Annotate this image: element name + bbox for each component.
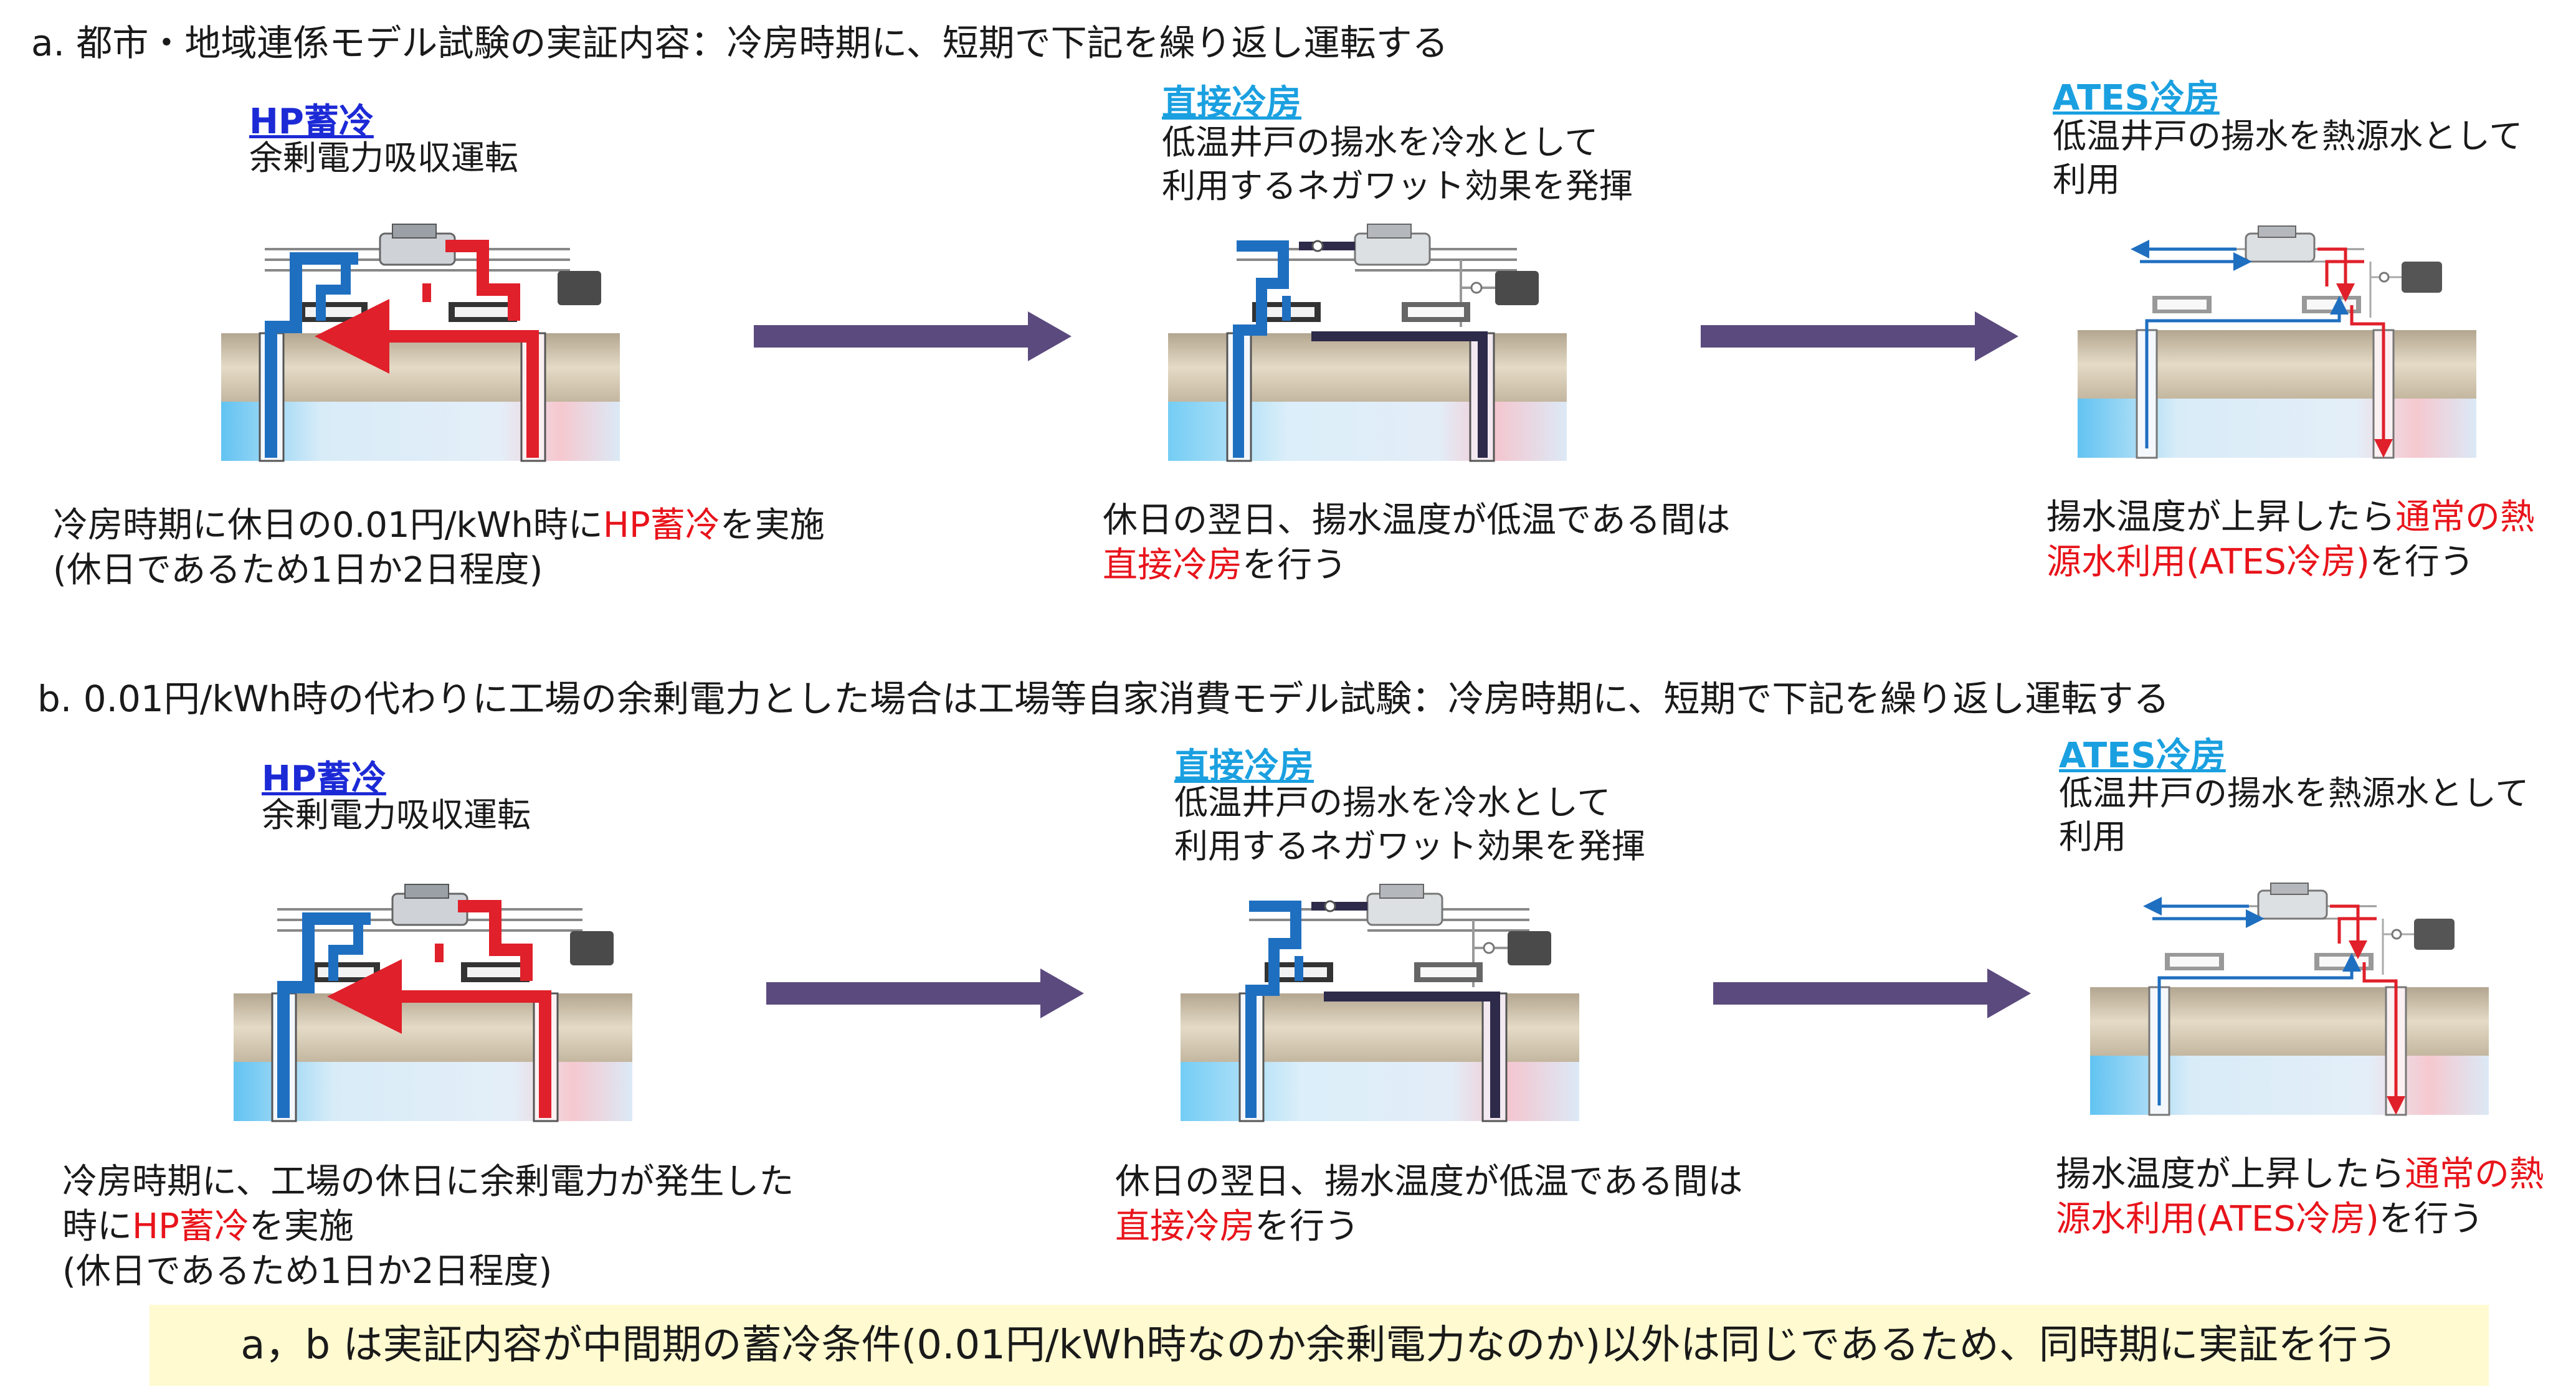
panel-a1-sub: 余剰電力吸収運転 — [249, 138, 518, 178]
flow-arrow-a2 — [1701, 311, 2018, 361]
caption-a1-highlight: HP蓄冷 — [602, 505, 720, 546]
caption-b3-highlight: 通常の熱 — [2405, 1154, 2544, 1195]
caption-b3: 揚水温度が上昇したら通常の熱 源水利用(ATES冷房)を行う — [2056, 1154, 2544, 1239]
caption-a2: 休日の翌日、揚水温度が低温である間は 直接冷房を行う — [1103, 500, 1731, 585]
caption-b2-highlight: 直接冷房 — [1115, 1206, 1255, 1247]
caption-b1: 冷房時期に、工場の休日に余剰電力が発生した 時にHP蓄冷を実施 (休日であるため… — [62, 1162, 794, 1292]
panel-b2-heading: 直接冷房 — [1174, 746, 1314, 787]
caption-b1-highlight: HP蓄冷 — [132, 1206, 249, 1247]
panel-b3-sub-2: 利用 — [2059, 817, 2126, 856]
section-a-title: a. 都市・地域連係モデル試験の実証内容：冷房時期に、短期で下記を繰り返し運転す… — [31, 22, 1448, 64]
ates-cooling-diagram-b — [2090, 881, 2489, 1115]
panel-a2-heading: 直接冷房 — [1162, 83, 1301, 123]
direct-cooling-diagram-a — [1168, 221, 1567, 461]
caption-a1: 冷房時期に休日の0.01円/kWh時にHP蓄冷を実施 (休日であるため1日か2日… — [53, 505, 825, 590]
panel-a2-sub-1: 低温井戸の揚水を冷水として — [1162, 123, 1599, 162]
flow-arrow-b1 — [766, 968, 1084, 1018]
caption-a3-highlight: 通常の熱 — [2395, 497, 2535, 537]
panel-a3-sub-2: 利用 — [2053, 160, 2120, 199]
flow-arrow-a1 — [754, 311, 1072, 361]
panel-b1-sub: 余剰電力吸収運転 — [262, 795, 531, 835]
panel-b1-heading: HP蓄冷 — [262, 759, 386, 799]
direct-cooling-diagram-b — [1181, 881, 1579, 1121]
caption-b2: 休日の翌日、揚水温度が低温である間は 直接冷房を行う — [1115, 1162, 1743, 1247]
caption-a3: 揚水温度が上昇したら通常の熱 源水利用(ATES冷房)を行う — [2046, 497, 2535, 582]
panel-a3-heading: ATES冷房 — [2053, 78, 2220, 118]
panel-b2-sub-2: 利用するネガワット効果を発揮 — [1174, 826, 1645, 866]
hp-storage-diagram-b — [234, 881, 632, 1121]
panel-a1-heading: HP蓄冷 — [249, 102, 374, 142]
panel-b2-sub-1: 低温井戸の揚水を冷水として — [1174, 783, 1611, 822]
ates-cooling-diagram-a — [2078, 224, 2476, 458]
panel-b3-sub-1: 低温井戸の揚水を熱源水として — [2059, 774, 2529, 813]
panel-b3-heading: ATES冷房 — [2059, 736, 2226, 776]
panel-a3-sub-1: 低温井戸の揚水を熱源水として — [2053, 116, 2523, 156]
section-b-title: b. 0.01円/kWh時の代わりに工場の余剰電力とした場合は工場等自家消費モデ… — [37, 678, 2170, 720]
panel-a2-sub-2: 利用するネガワット効果を発揮 — [1162, 166, 1633, 206]
hp-storage-diagram-a — [221, 221, 620, 461]
flow-arrow-b2 — [1713, 968, 2031, 1018]
caption-a2-highlight: 直接冷房 — [1103, 545, 1242, 585]
footer-note: a，b は実証内容が中間期の蓄冷条件(0.01円/kWh時なのか余剰電力なのか)… — [150, 1305, 2489, 1386]
